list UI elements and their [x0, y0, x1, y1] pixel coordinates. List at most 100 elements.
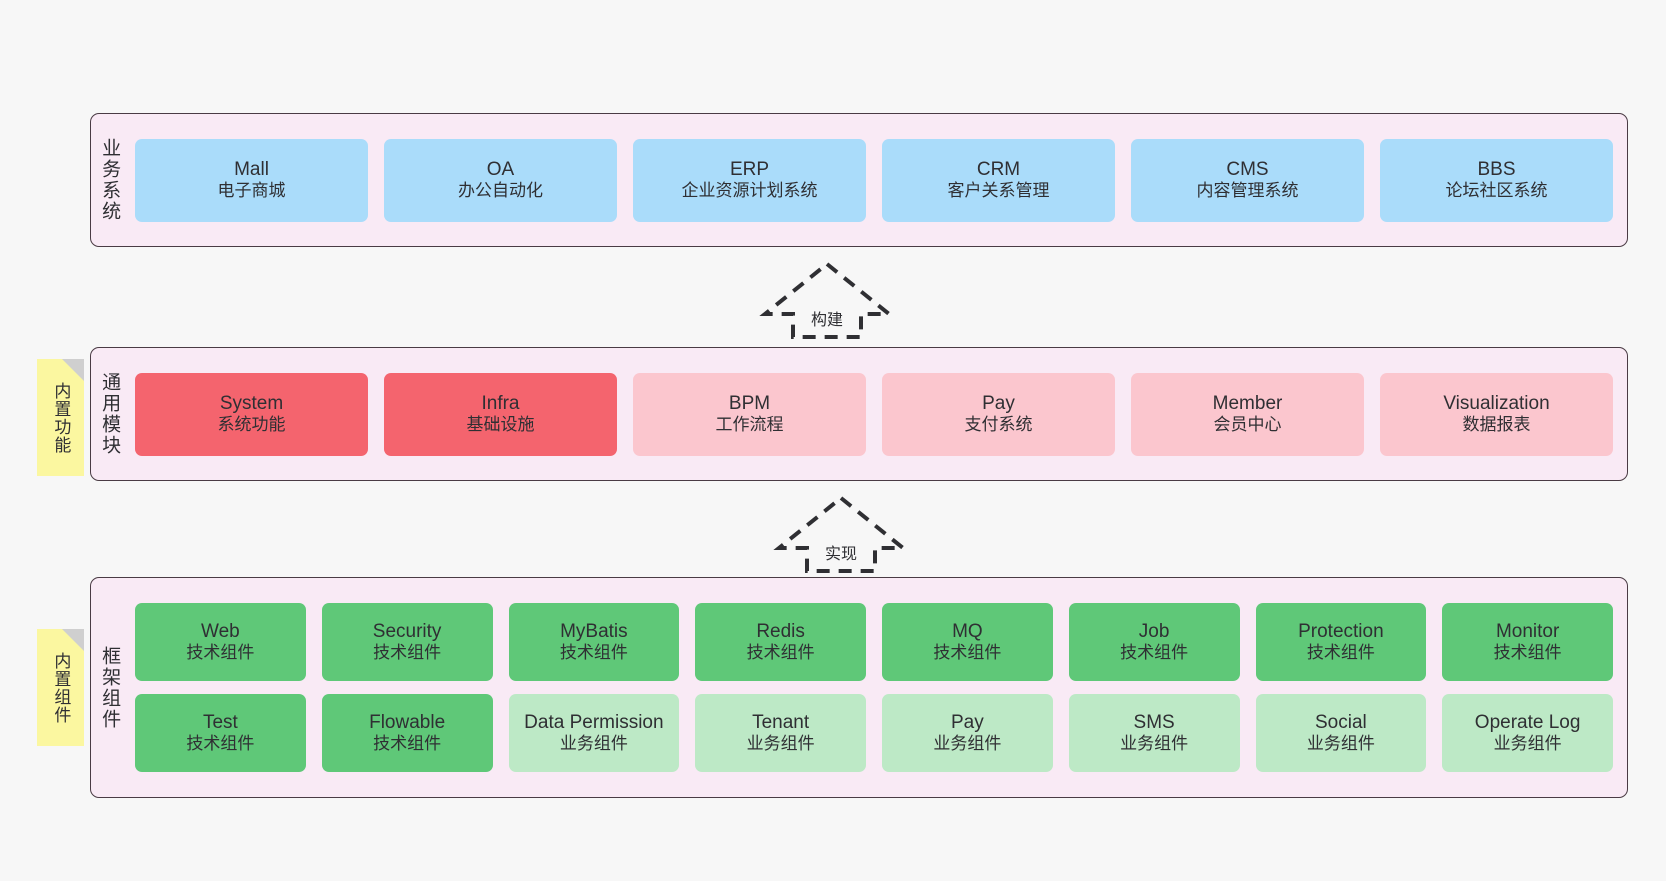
node-subtitle: 技术组件: [933, 643, 1002, 663]
sticky-note-builtin-component-label: 内置组件: [51, 651, 71, 724]
node-subtitle: 工作流程: [715, 415, 784, 435]
node-title: OA: [486, 158, 515, 180]
node-title: Member: [1212, 392, 1283, 414]
node-subtitle: 技术组件: [1306, 643, 1375, 663]
node-title: Operate Log: [1474, 711, 1581, 733]
sticky-note-builtin-function: 内置功能: [37, 359, 84, 476]
layer-business-systems-label: 业务系统: [99, 138, 121, 222]
node-subtitle: 支付系统: [964, 415, 1033, 435]
node-title: Protection: [1298, 620, 1384, 642]
node-subtitle: 技术组件: [559, 643, 628, 663]
node-title: Tenant: [752, 711, 810, 733]
node-title: MyBatis: [560, 620, 628, 642]
node-title: CMS: [1226, 158, 1269, 180]
node-title: Web: [201, 620, 240, 642]
node-subtitle: 业务组件: [746, 734, 815, 754]
node-subtitle: 业务组件: [1120, 734, 1189, 754]
node-subtitle: 数据报表: [1462, 415, 1531, 435]
sticky-fold-corner-icon: [62, 629, 84, 651]
node-title: BPM: [728, 392, 771, 414]
node-title: Pay: [982, 392, 1015, 414]
node-subtitle: 系统功能: [217, 415, 286, 435]
sticky-note-builtin-component: 内置组件: [37, 629, 84, 746]
node-subtitle: 技术组件: [373, 734, 442, 754]
node-subtitle: 技术组件: [186, 643, 255, 663]
sticky-fold-corner-icon: [62, 359, 84, 381]
node-title: Redis: [756, 620, 805, 642]
node-title: Mall: [234, 158, 269, 180]
node-title: ERP: [729, 158, 770, 180]
node-subtitle: 论坛社区系统: [1445, 181, 1548, 201]
node-title: Monitor: [1495, 620, 1560, 642]
node-title: Social: [1315, 711, 1367, 733]
node-subtitle: 办公自动化: [458, 181, 543, 201]
connector-arrow-implement: 实现: [771, 492, 911, 577]
node-subtitle: 业务组件: [559, 734, 628, 754]
node-subtitle: 业务组件: [933, 734, 1002, 754]
node-subtitle: 技术组件: [746, 643, 815, 663]
node-subtitle: 业务组件: [1493, 734, 1562, 754]
node-subtitle: 基础设施: [466, 415, 535, 435]
node-subtitle: 技术组件: [373, 643, 442, 663]
node-title: SMS: [1133, 711, 1175, 733]
node-title: CRM: [976, 158, 1021, 180]
node-subtitle: 会员中心: [1213, 415, 1282, 435]
node-title: BBS: [1477, 158, 1516, 180]
node-title: Job: [1138, 620, 1170, 642]
node-title: Pay: [951, 711, 984, 733]
node-title: Test: [202, 711, 238, 733]
node-subtitle: 电子商城: [217, 181, 286, 201]
layer-common-modules-label: 通用模块: [99, 372, 121, 456]
node-title: System: [219, 392, 284, 414]
node-subtitle: 技术组件: [1120, 643, 1189, 663]
node-title: Flowable: [369, 711, 446, 733]
node-title: Security: [372, 620, 442, 642]
connector-arrow-implement-label: 实现: [824, 546, 857, 563]
node-subtitle: 企业资源计划系统: [681, 181, 818, 201]
node-title: MQ: [952, 620, 983, 642]
node-title: Data Permission: [524, 711, 664, 733]
node-subtitle: 内容管理系统: [1196, 181, 1299, 201]
connector-arrow-build: 构建: [757, 258, 897, 343]
node-subtitle: 业务组件: [1306, 734, 1375, 754]
node-title: Visualization: [1443, 392, 1550, 414]
layer-framework-components-label: 框架组件: [99, 645, 121, 730]
